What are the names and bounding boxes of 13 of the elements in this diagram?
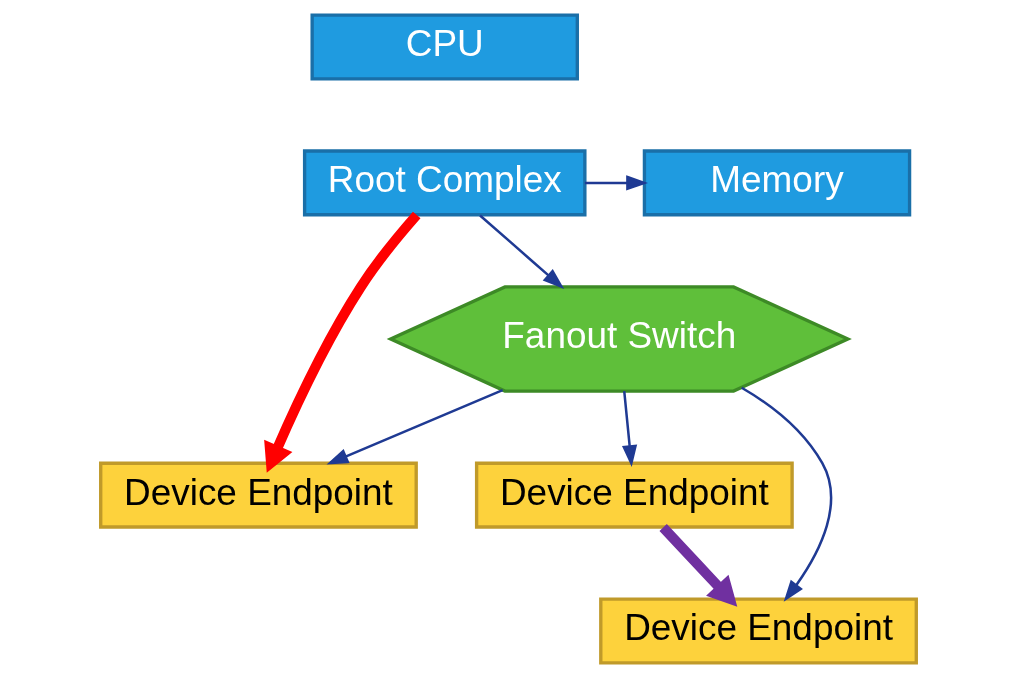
arrow (741, 386, 833, 602)
arrow (584, 175, 648, 191)
arrow (479, 214, 565, 290)
node-box: Device Endpoint (599, 597, 918, 665)
arrow (659, 524, 738, 607)
arrow (264, 211, 421, 473)
node-box: Device Endpoint (474, 461, 794, 529)
arrow (621, 391, 638, 467)
node-box: Root Complex (302, 149, 587, 217)
arrow (326, 388, 504, 465)
node-box: CPU (310, 13, 579, 81)
node-box: Memory (642, 149, 912, 217)
node-box: Device Endpoint (99, 461, 418, 529)
